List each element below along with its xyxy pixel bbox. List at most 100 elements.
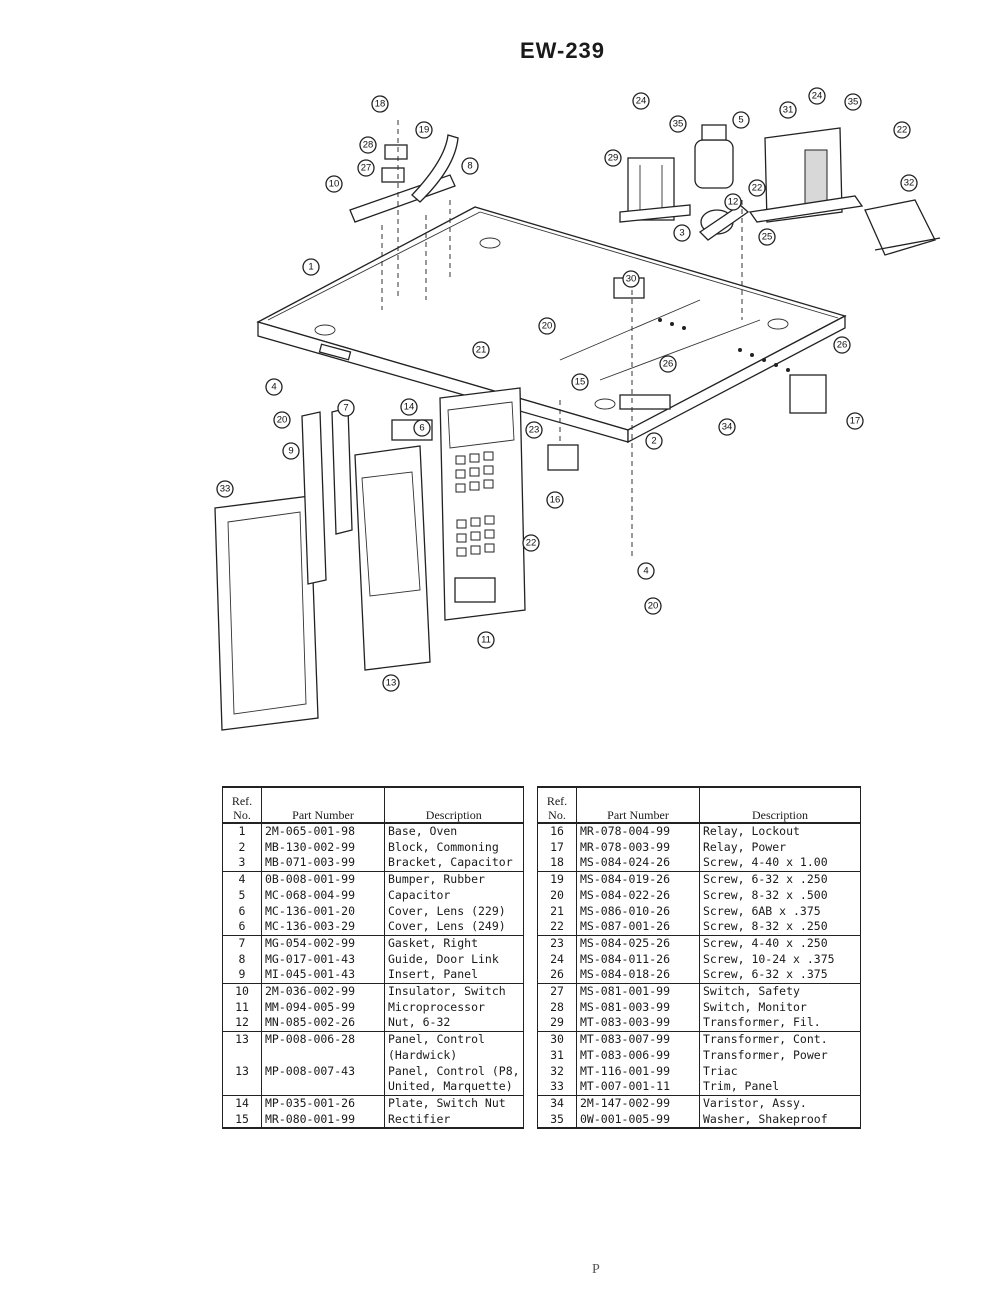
svg-text:20: 20 <box>542 321 553 332</box>
description-cell: Capacitor <box>384 887 524 904</box>
svg-text:17: 17 <box>850 416 861 427</box>
callout-34: 34 <box>718 418 736 436</box>
header-description: Description <box>699 786 861 824</box>
ref-cell: 13 <box>222 1031 262 1048</box>
ref-cell: 13 <box>222 1063 262 1080</box>
part-number-cell: MS-081-001-99 <box>576 983 700 1000</box>
part-number-cell: MT-116-001-99 <box>576 1063 700 1080</box>
ref-cell: 33 <box>537 1079 577 1096</box>
description-cell: Relay, Power <box>699 839 861 856</box>
svg-text:22: 22 <box>526 538 537 549</box>
svg-text:34: 34 <box>722 422 733 433</box>
description-cell: Switch, Monitor <box>699 999 861 1016</box>
table-row: United, Marquette) <box>222 1079 524 1096</box>
part-number-cell: MP-008-006-28 <box>261 1031 385 1048</box>
svg-text:33: 33 <box>220 484 231 495</box>
ref-cell: 16 <box>537 823 577 840</box>
description-cell: Trim, Panel <box>699 1079 861 1096</box>
description-cell: Plate, Switch Nut <box>384 1095 524 1112</box>
part-number-cell: MC-068-004-99 <box>261 887 385 904</box>
ref-cell: 8 <box>222 951 262 968</box>
callout-1: 1 <box>302 258 320 276</box>
part-number-cell: MS-087-001-26 <box>576 919 700 936</box>
ref-cell: 6 <box>222 919 262 936</box>
svg-text:28: 28 <box>363 140 374 151</box>
ref-cell: 30 <box>537 1031 577 1048</box>
header-part-number: Part Number <box>261 786 385 824</box>
svg-text:1: 1 <box>308 262 313 273</box>
description-cell: Rectifier <box>384 1111 524 1130</box>
part-number-cell: MS-084-019-26 <box>576 871 700 888</box>
description-cell: Transformer, Fil. <box>699 1015 861 1033</box>
ref-cell: 27 <box>537 983 577 1000</box>
description-cell: Guide, Door Link <box>384 951 524 968</box>
svg-text:3: 3 <box>679 228 684 239</box>
svg-text:4: 4 <box>271 382 276 393</box>
svg-text:21: 21 <box>476 345 487 356</box>
callout-11: 11 <box>477 631 495 649</box>
part-number-cell: MC-136-001-20 <box>261 903 385 920</box>
part-number-cell: MS-084-011-26 <box>576 951 700 968</box>
part-number-cell: MR-078-004-99 <box>576 823 700 840</box>
page-title: EW-239 <box>520 38 606 63</box>
ref-cell: 5 <box>222 887 262 904</box>
svg-text:26: 26 <box>663 359 674 370</box>
callout-32: 32 <box>900 174 918 192</box>
part-number-cell: MP-035-001-26 <box>261 1095 385 1112</box>
callout-28: 28 <box>359 136 377 154</box>
svg-text:32: 32 <box>904 178 915 189</box>
svg-text:30: 30 <box>626 274 637 285</box>
description-cell: Base, Oven <box>384 823 524 840</box>
callout-17: 17 <box>846 412 864 430</box>
callout-23: 23 <box>525 421 543 439</box>
svg-text:10: 10 <box>329 179 340 190</box>
svg-text:15: 15 <box>575 377 586 388</box>
control-panel-drawing <box>214 374 827 731</box>
part-number-cell: MS-084-025-26 <box>576 935 700 952</box>
description-cell: Screw, 8-32 x .500 <box>699 887 861 904</box>
ref-cell: 32 <box>537 1063 577 1080</box>
table-row: (Hardwick) <box>222 1047 524 1064</box>
callout-4: 4 <box>265 378 283 396</box>
part-number-cell: 0B-008-001-99 <box>261 871 385 888</box>
description-cell: Bracket, Capacitor <box>384 855 524 873</box>
svg-text:22: 22 <box>752 183 763 194</box>
description-cell: Transformer, Power <box>699 1047 861 1064</box>
callout-22: 22 <box>748 179 766 197</box>
part-number-cell: MB-071-003-99 <box>261 855 385 873</box>
description-cell: Microprocessor <box>384 999 524 1016</box>
description-cell: Screw, 4-40 x 1.00 <box>699 855 861 873</box>
ref-cell: 20 <box>537 887 577 904</box>
ref-cell: 19 <box>537 871 577 888</box>
ref-cell: 14 <box>222 1095 262 1112</box>
part-number-cell: MT-083-003-99 <box>576 1015 700 1033</box>
callout-22: 22 <box>522 534 540 552</box>
header-description: Description <box>384 786 524 824</box>
callout-12: 12 <box>724 193 742 211</box>
part-number-cell: 0W-001-005-99 <box>576 1111 700 1130</box>
svg-text:22: 22 <box>897 125 908 136</box>
svg-text:7: 7 <box>343 403 348 414</box>
svg-text:19: 19 <box>419 125 430 136</box>
svg-text:24: 24 <box>812 91 823 102</box>
part-number-cell: MT-007-001-11 <box>576 1079 700 1096</box>
ref-cell: 28 <box>537 999 577 1016</box>
ref-cell <box>222 1079 262 1096</box>
header-ref: Ref.No. <box>222 786 262 824</box>
ref-cell: 15 <box>222 1111 262 1130</box>
description-cell: Insert, Panel <box>384 967 524 985</box>
svg-text:29: 29 <box>608 153 619 164</box>
callout-4: 4 <box>637 562 655 580</box>
